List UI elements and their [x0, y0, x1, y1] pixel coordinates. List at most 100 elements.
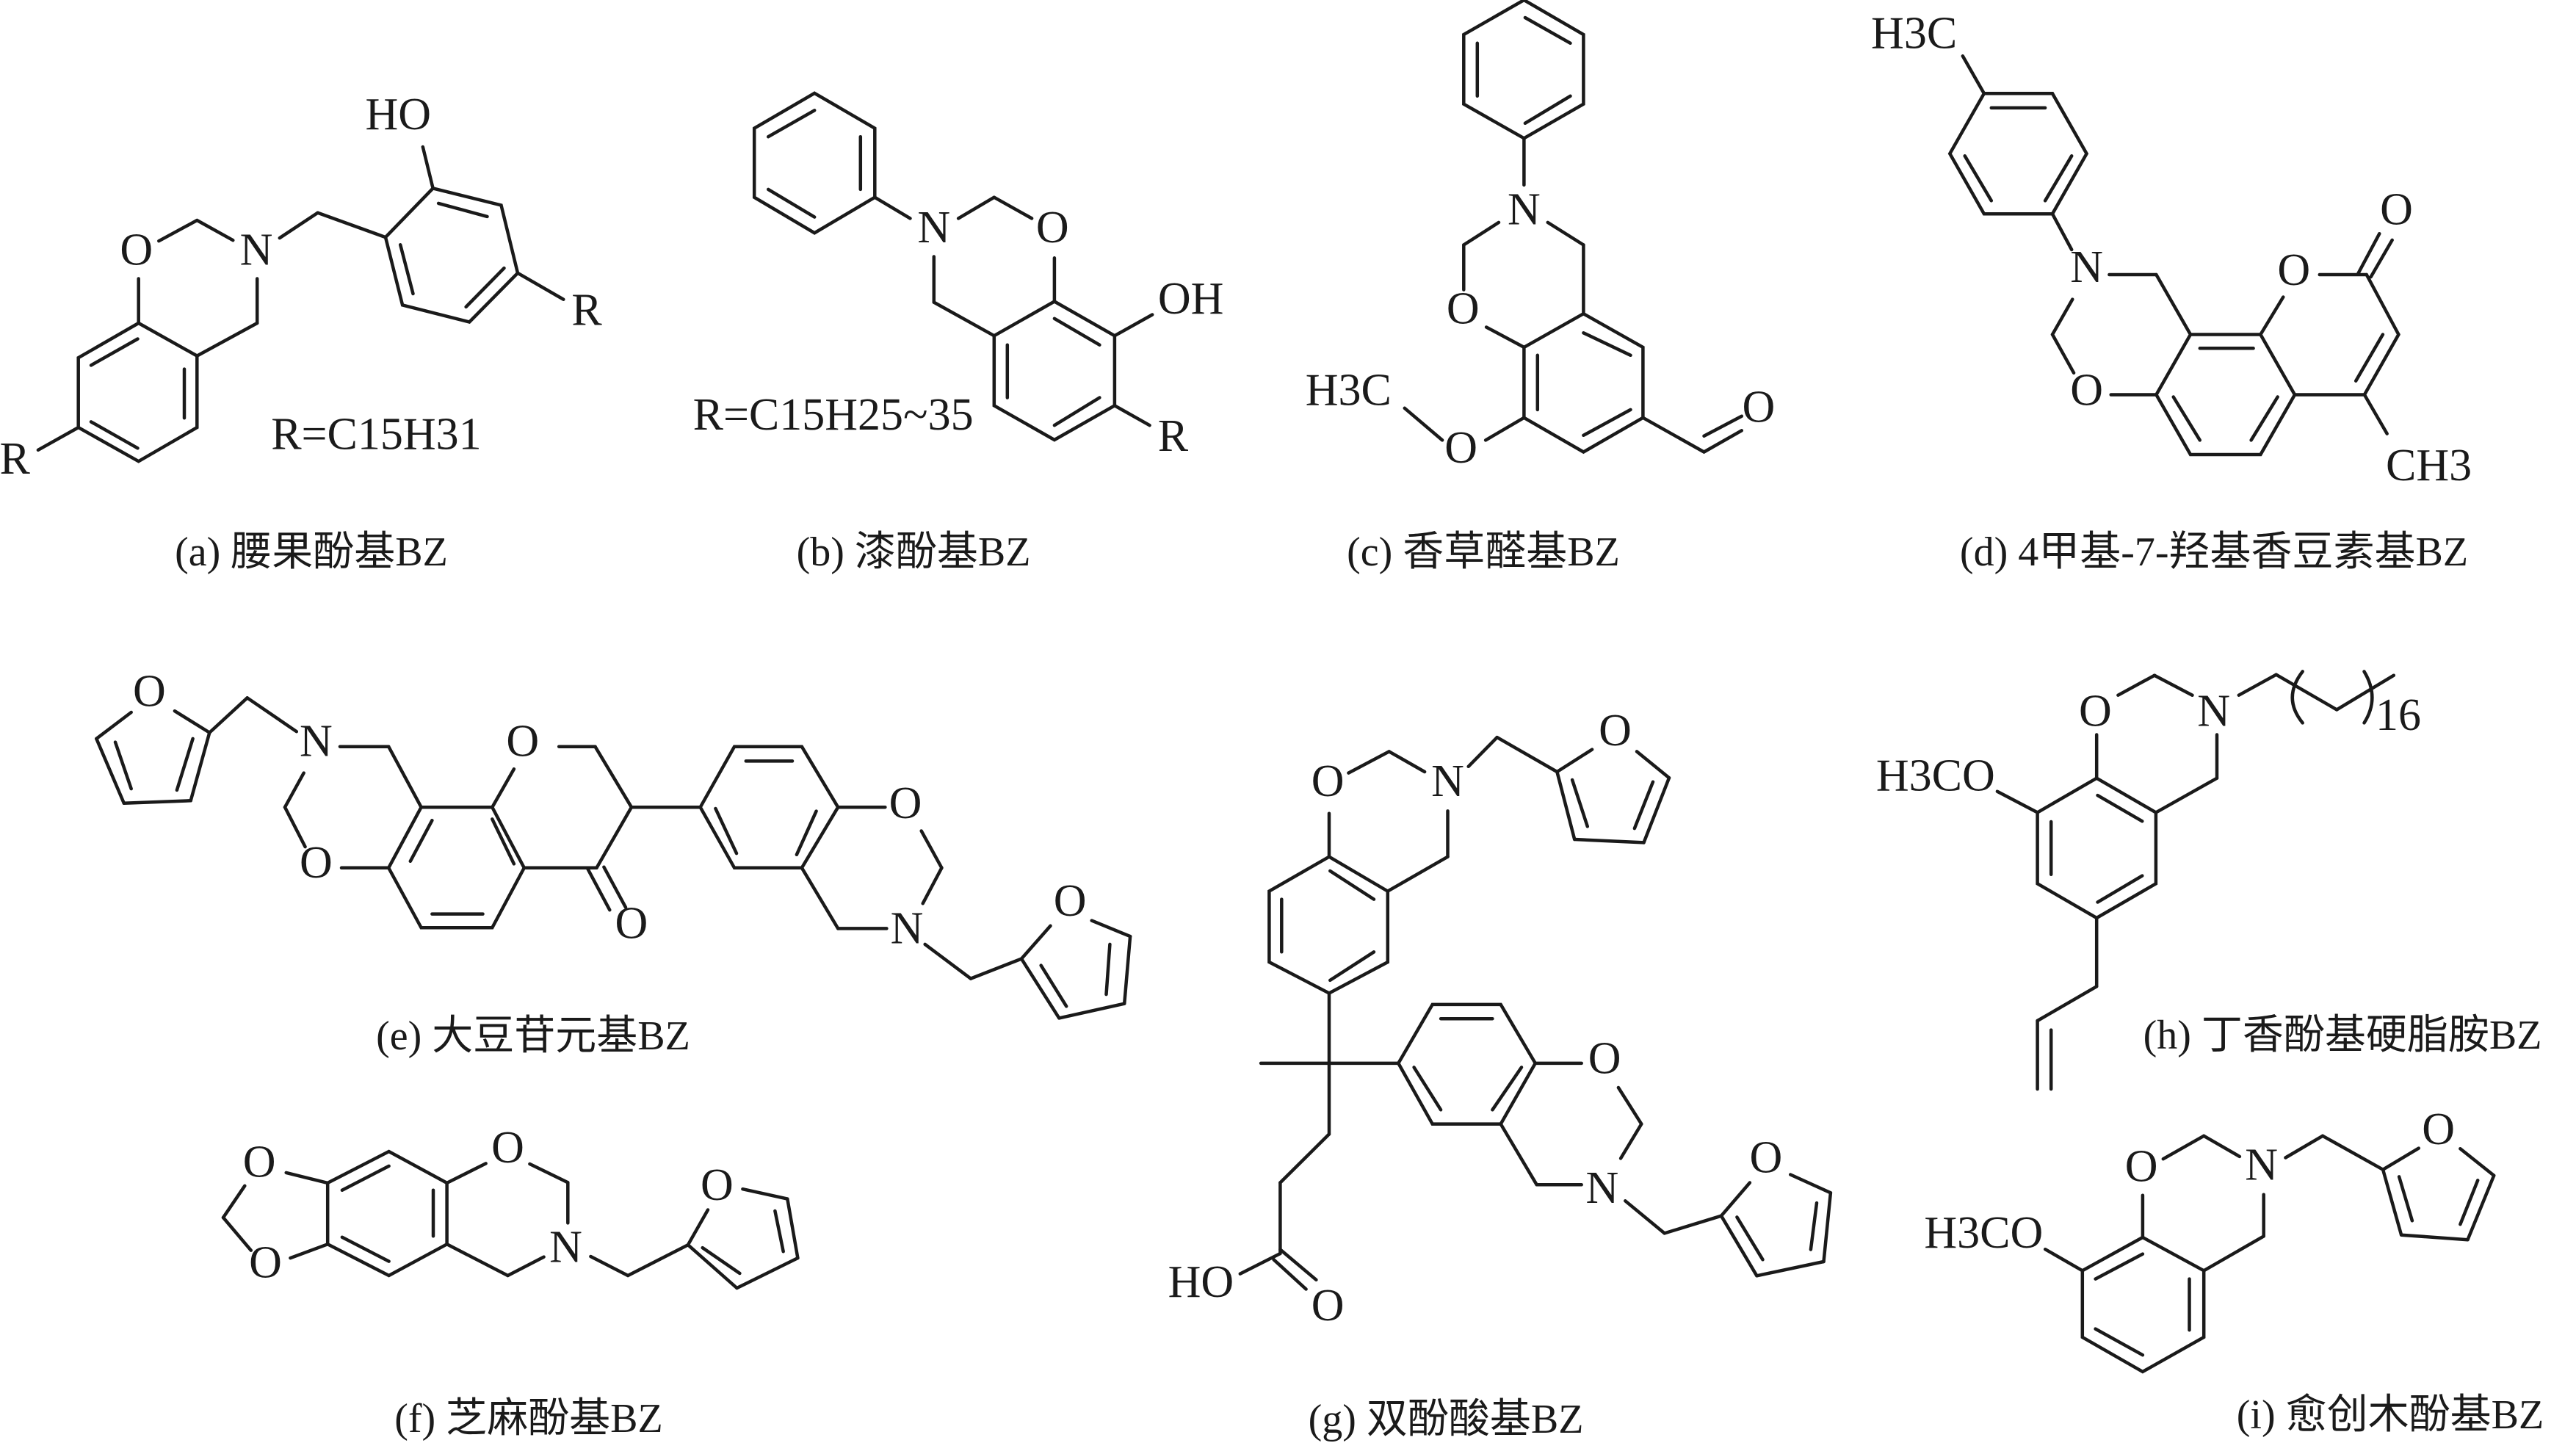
atom-label-o-furan1: O [1599, 706, 1632, 756]
bond [2320, 1134, 2385, 1171]
bond [1523, 94, 1572, 126]
atom-label-r: R [1158, 411, 1189, 461]
bond [1090, 919, 1132, 939]
bond [491, 817, 516, 866]
bond [1466, 735, 1499, 769]
bond [1702, 429, 1744, 454]
ring-bond [2036, 776, 2158, 920]
bond [316, 211, 388, 239]
bond [1961, 54, 1986, 95]
atom-label-n2: N [1586, 1163, 1619, 1213]
atom-label-o-oxazine: O [2070, 366, 2103, 416]
bond [686, 1243, 739, 1290]
bond [795, 809, 818, 857]
bond [491, 767, 516, 809]
bond [921, 866, 944, 905]
bond [701, 1245, 742, 1276]
bond [2050, 211, 2074, 252]
bond [1278, 1132, 1331, 1185]
bond [2362, 333, 2400, 397]
bond [1491, 1066, 1524, 1112]
repeat-bracket [2362, 670, 2374, 725]
bond [1616, 1085, 1643, 1126]
bond [2362, 393, 2389, 435]
bond [956, 195, 996, 220]
bond [1702, 414, 1744, 438]
bond [1104, 942, 1112, 997]
bond [1555, 770, 1577, 842]
bond [1238, 1251, 1282, 1276]
bond [2096, 874, 2144, 904]
bond [89, 337, 140, 367]
atom-label-o1: O [243, 1138, 276, 1187]
bond [2050, 333, 2076, 375]
bond [2152, 673, 2194, 697]
bond [278, 211, 319, 240]
bond [2381, 1168, 2403, 1237]
bond [89, 420, 140, 450]
atom-label-ho: HO [1168, 1257, 1234, 1307]
bond [2237, 673, 2278, 697]
bond [157, 218, 199, 243]
bond [1412, 1066, 1443, 1112]
bond [2116, 673, 2157, 697]
bond [2036, 985, 2099, 1023]
bond [245, 696, 299, 734]
caption-g: (g) 双酚酸基BZ [1309, 1397, 1584, 1442]
caption-b: (b) 漆酚基BZ [797, 529, 1031, 575]
atom-label-o2: O [249, 1238, 282, 1288]
bond [873, 195, 912, 220]
bond [1278, 1248, 1318, 1282]
bond [1632, 780, 1655, 831]
atom-label-h3co: H3CO [1876, 751, 1995, 800]
bond [1483, 416, 1526, 442]
bond [95, 737, 126, 806]
bond [2381, 1146, 2421, 1171]
bond [1328, 950, 1376, 983]
atom-label-o-furan1: O [133, 667, 166, 717]
bond [2354, 333, 2385, 383]
atom-label-n: N [240, 225, 273, 275]
bond [195, 321, 259, 358]
bond [2466, 1173, 2496, 1242]
bond [113, 740, 133, 791]
bond [528, 1162, 570, 1185]
bond [1582, 331, 1632, 358]
caption-d: (d) 4甲基-7-羟基香豆素基BZ [1960, 529, 2468, 575]
bond [1624, 1199, 1666, 1235]
bond [2334, 673, 2396, 712]
bond [283, 771, 305, 809]
bond [586, 867, 612, 912]
bond [773, 1209, 785, 1254]
ring-bond [2080, 1235, 2206, 1374]
bond [2201, 1234, 2265, 1273]
bond [2459, 1146, 2496, 1178]
atom-label-o: O [120, 225, 153, 275]
caption-f: (f) 芝麻酚基BZ [394, 1396, 663, 1442]
bond [408, 818, 434, 864]
bond [1019, 924, 1052, 961]
bond [1642, 775, 1671, 845]
bond [1755, 1259, 1826, 1278]
bond [2094, 1327, 2145, 1357]
bond [2043, 1247, 2085, 1273]
bond [175, 737, 195, 792]
bond [1963, 154, 1994, 203]
bond [992, 195, 1034, 220]
bond [2259, 295, 2285, 336]
bond [1546, 220, 1585, 247]
bond [1347, 750, 1391, 775]
bond [195, 218, 235, 242]
ring-bond [698, 745, 840, 870]
bond [386, 745, 423, 809]
bond [919, 829, 944, 870]
bond [593, 745, 634, 809]
bond [1663, 1214, 1723, 1235]
atom-label-r2: R [0, 434, 31, 484]
bond [2161, 1134, 2206, 1161]
bond [2094, 1252, 2145, 1281]
bond [95, 710, 133, 741]
bond [1719, 1181, 1752, 1218]
